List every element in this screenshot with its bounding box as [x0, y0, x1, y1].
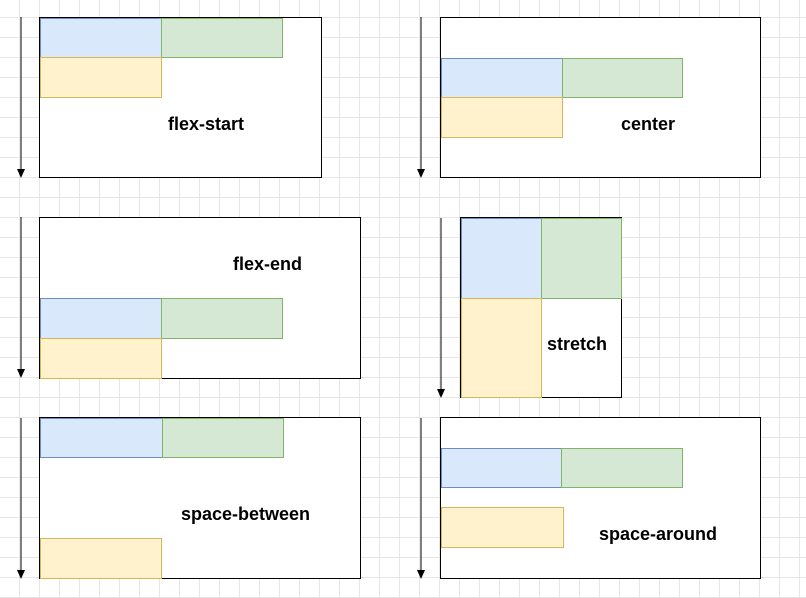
yellow-item [441, 507, 564, 548]
cross-axis-arrow [17, 418, 25, 579]
green-item [562, 58, 683, 98]
center-panel: center [440, 17, 761, 178]
cross-axis-arrow [417, 418, 425, 579]
cross-axis-arrow [417, 17, 425, 178]
yellow-item [40, 338, 162, 379]
cross-axis-arrow [437, 218, 445, 398]
space-around-panel: space-around [440, 417, 761, 579]
panel-label: flex-start [168, 114, 245, 134]
blue-item [40, 418, 163, 458]
stretch-panel: stretch [460, 217, 622, 398]
panel-label: center [621, 114, 676, 134]
blue-item [40, 298, 162, 339]
yellow-item [40, 57, 162, 98]
blue-item [461, 218, 542, 299]
blue-item [40, 18, 162, 58]
flex-start-panel: flex-start [39, 17, 322, 178]
panel-label: space-between [181, 504, 311, 524]
panel-label: space-around [599, 524, 718, 544]
green-item [161, 18, 283, 58]
green-item [161, 298, 283, 339]
cross-axis-arrow [17, 17, 25, 178]
blue-item [441, 448, 562, 488]
blue-item [441, 58, 563, 98]
yellow-item [441, 97, 563, 138]
panel-label: flex-end [233, 254, 303, 274]
green-item [162, 418, 284, 458]
space-between-panel: space-between [39, 417, 361, 579]
green-item [561, 448, 683, 488]
yellow-item [40, 538, 162, 579]
cross-axis-arrow [17, 217, 25, 378]
green-item [541, 218, 622, 299]
flex-end-panel: flex-end [39, 217, 361, 379]
panel-label: stretch [547, 334, 608, 354]
yellow-item [461, 298, 542, 398]
